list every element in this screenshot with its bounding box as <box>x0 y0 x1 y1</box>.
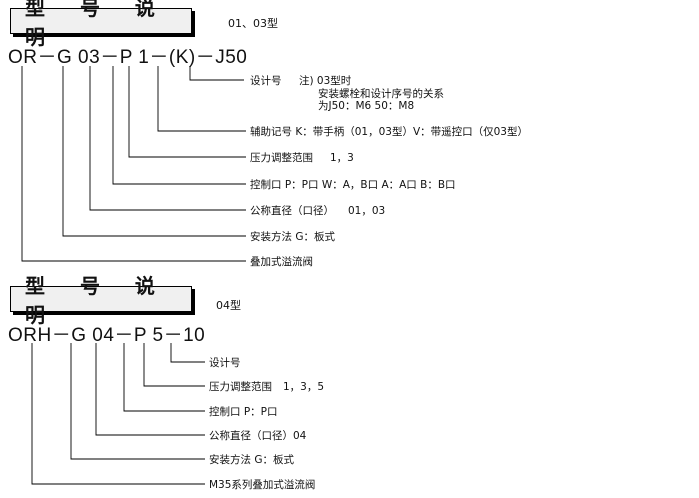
s1-mounting-method: 安装方法 G：板式 <box>250 231 335 243</box>
s1-pressure-range-value: 1，3 <box>330 152 354 164</box>
s2-nominal-diameter: 公称直径（口径）04 <box>209 430 307 442</box>
s1-nominal-diameter-label: 公称直径（口径） <box>250 205 334 217</box>
s2-valve-type: M35系列叠加式溢流阀 <box>209 479 316 491</box>
section1-subtitle: 01、03型 <box>228 17 278 30</box>
s1-nominal-diameter-value: 01，03 <box>348 205 386 217</box>
section2-model-code: ORH－G 04－P 5－10 <box>8 325 206 346</box>
s1-design-note-1: 注) 03型时 <box>299 75 352 87</box>
s1-design-note-2: 安装螺栓和设计序号的关系 <box>318 88 444 100</box>
s1-design-note-3: 为J50：M6 50：M8 <box>318 100 415 112</box>
section2-subtitle: 04型 <box>216 299 241 312</box>
s2-control-port: 控制口 P：P口 <box>209 406 278 418</box>
s2-pressure-range-label: 压力调整范围 <box>209 381 272 393</box>
s1-aux-mark: 辅助记号 K：带手柄（01，03型）V：带遥控口（仅03型） <box>250 126 528 138</box>
s2-design-number: 设计号 <box>209 357 241 369</box>
s1-design-number-label: 设计号 <box>250 75 282 87</box>
s1-control-port: 控制口 P：P口 W：A，B口 A：A口 B：B口 <box>250 179 456 191</box>
section1-model-code: OR－G 03－P 1－(K)－J50 <box>8 47 248 68</box>
s2-mounting-method: 安装方法 G：板式 <box>209 454 294 466</box>
s1-valve-type: 叠加式溢流阀 <box>250 256 313 268</box>
s2-pressure-range-value: 1，3，5 <box>283 381 325 393</box>
s1-pressure-range-label: 压力调整范围 <box>250 152 313 164</box>
